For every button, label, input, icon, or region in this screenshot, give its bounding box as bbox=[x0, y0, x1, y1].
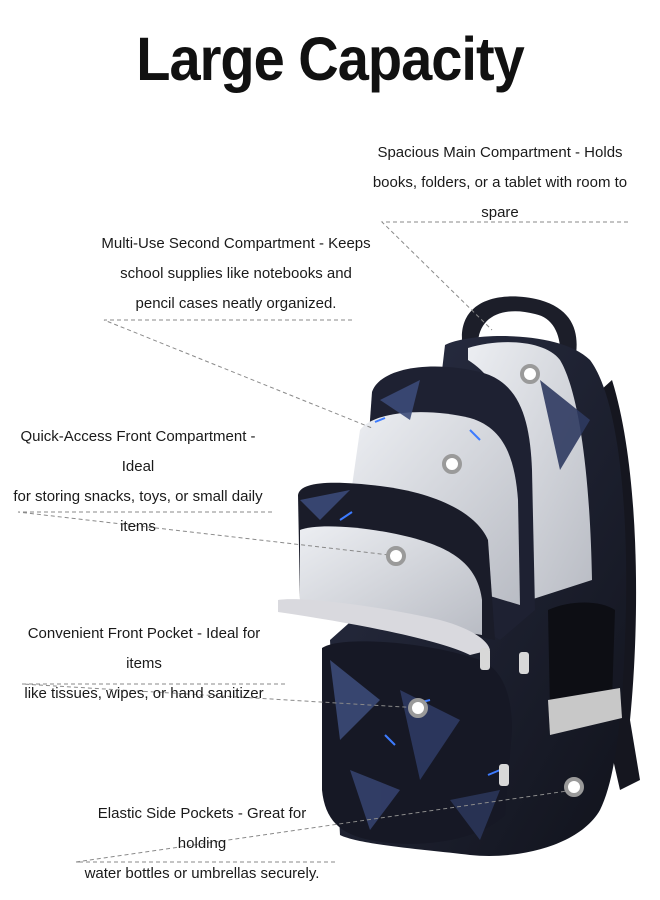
marker-dots bbox=[386, 364, 584, 797]
callout-line: like tissues, wipes, or hand sanitizer bbox=[24, 685, 264, 702]
marker-dot-main bbox=[520, 364, 540, 384]
marker-dot-second bbox=[442, 454, 462, 474]
callout-side-pockets: Elastic Side Pockets - Great for holding… bbox=[72, 799, 332, 889]
callout-line: Elastic Side Pockets - Great for holding bbox=[97, 805, 307, 852]
callout-line: books, folders, or a tablet with room to bbox=[372, 174, 628, 191]
callout-line: Quick-Access Front Compartment - Ideal bbox=[20, 428, 256, 475]
callout-front-pocket: Convenient Front Pocket - Ideal for item… bbox=[10, 619, 278, 709]
callout-line: school supplies like notebooks and bbox=[120, 265, 352, 282]
marker-dot-front bbox=[386, 546, 406, 566]
carry-handle bbox=[461, 296, 577, 360]
leader-line-side bbox=[75, 789, 575, 863]
callout-main-compartment: Spacious Main Compartment - Holds books,… bbox=[370, 138, 630, 228]
callout-line: Convenient Front Pocket - Ideal for item… bbox=[27, 625, 261, 672]
callout-line: water bottles or umbrellas securely. bbox=[84, 865, 320, 882]
marker-dot-side bbox=[564, 777, 584, 797]
callout-line: Multi-Use Second Compartment - Keeps bbox=[101, 235, 371, 252]
zipper-pull-icon bbox=[480, 648, 529, 786]
leader-line-main bbox=[380, 221, 628, 331]
front-compartment-edge bbox=[278, 599, 490, 655]
callout-second-compartment: Multi-Use Second Compartment - Keeps sch… bbox=[96, 229, 376, 319]
page-title: Large Capacity bbox=[136, 23, 525, 94]
callout-line: spare bbox=[481, 204, 519, 221]
leader-line-second bbox=[103, 319, 373, 429]
callout-line: for storing snacks, toys, or small daily bbox=[13, 488, 263, 505]
leader-lines bbox=[17, 221, 628, 863]
callout-line: items bbox=[120, 518, 156, 535]
callout-front-compartment: Quick-Access Front Compartment - Ideal f… bbox=[4, 422, 272, 542]
callout-line: pencil cases neatly organized. bbox=[135, 295, 337, 312]
reflective-strip bbox=[548, 688, 622, 735]
leader-line-front bbox=[17, 511, 399, 557]
side-mesh-pocket bbox=[548, 602, 615, 710]
callout-line: Spacious Main Compartment - Holds bbox=[377, 144, 623, 161]
leader-line-pocket bbox=[21, 683, 421, 709]
marker-dot-pocket bbox=[408, 698, 428, 718]
